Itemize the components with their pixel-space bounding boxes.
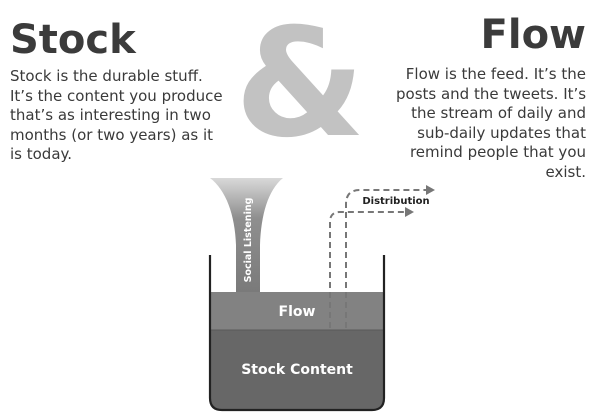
flow-description-line: the stream of daily and bbox=[411, 104, 586, 122]
arrowhead-icon bbox=[426, 185, 435, 195]
distribution-path-lower bbox=[329, 211, 405, 328]
flow-description-line: remind people that you bbox=[409, 143, 586, 161]
distribution-arrows bbox=[329, 185, 435, 328]
distribution-label: Distribution bbox=[362, 196, 429, 207]
flow-layer bbox=[210, 292, 384, 330]
flow-description-line: posts and the tweets. It’s bbox=[396, 84, 587, 103]
stock-title: Stock bbox=[10, 17, 136, 63]
flow-title: Flow bbox=[480, 12, 586, 58]
stock-content-label: Stock Content bbox=[241, 362, 353, 378]
social-listening-funnel bbox=[210, 178, 283, 292]
stock-description-line: months (or two years) as it bbox=[10, 125, 214, 144]
stock-description-line: is today. bbox=[10, 145, 73, 163]
stock-description: Stock is the durable stuff. It’s the con… bbox=[10, 67, 242, 165]
stock-description-line: that’s as interesting in two bbox=[10, 106, 211, 124]
stock-description-line: It’s the content you produce bbox=[10, 86, 223, 105]
flow-description-line: Flow is the feed. It’s the bbox=[405, 65, 586, 83]
funnel-label: Social Listening bbox=[243, 198, 254, 283]
ampersand-glyph: & bbox=[235, 0, 366, 171]
stock-description-line: Stock is the durable stuff. bbox=[10, 67, 203, 85]
flow-layer-label: Flow bbox=[279, 304, 316, 320]
flow-description-line: exist. bbox=[545, 162, 586, 181]
arrowhead-icon bbox=[405, 207, 414, 217]
distribution-path-upper bbox=[345, 189, 426, 328]
flow-description-line: sub-daily updates that bbox=[417, 123, 586, 142]
flow-description: Flow is the feed. It’s the posts and the… bbox=[396, 65, 586, 182]
container-outline bbox=[208, 255, 386, 412]
